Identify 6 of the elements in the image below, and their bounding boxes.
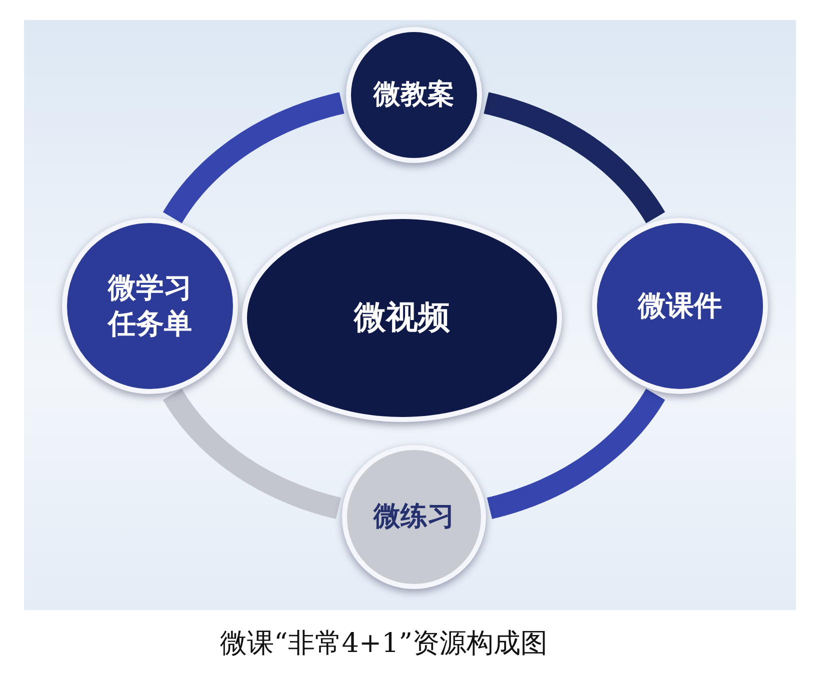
node-label: 微练习 <box>372 500 456 534</box>
node-label: 微视频 <box>352 297 451 338</box>
caption: 微课“非常4+1”资源构成图 <box>220 627 548 661</box>
node-label: 微教案 <box>372 78 456 112</box>
node-label: 微课件 <box>636 288 723 324</box>
node-label: 微学习任务单 <box>106 270 193 342</box>
